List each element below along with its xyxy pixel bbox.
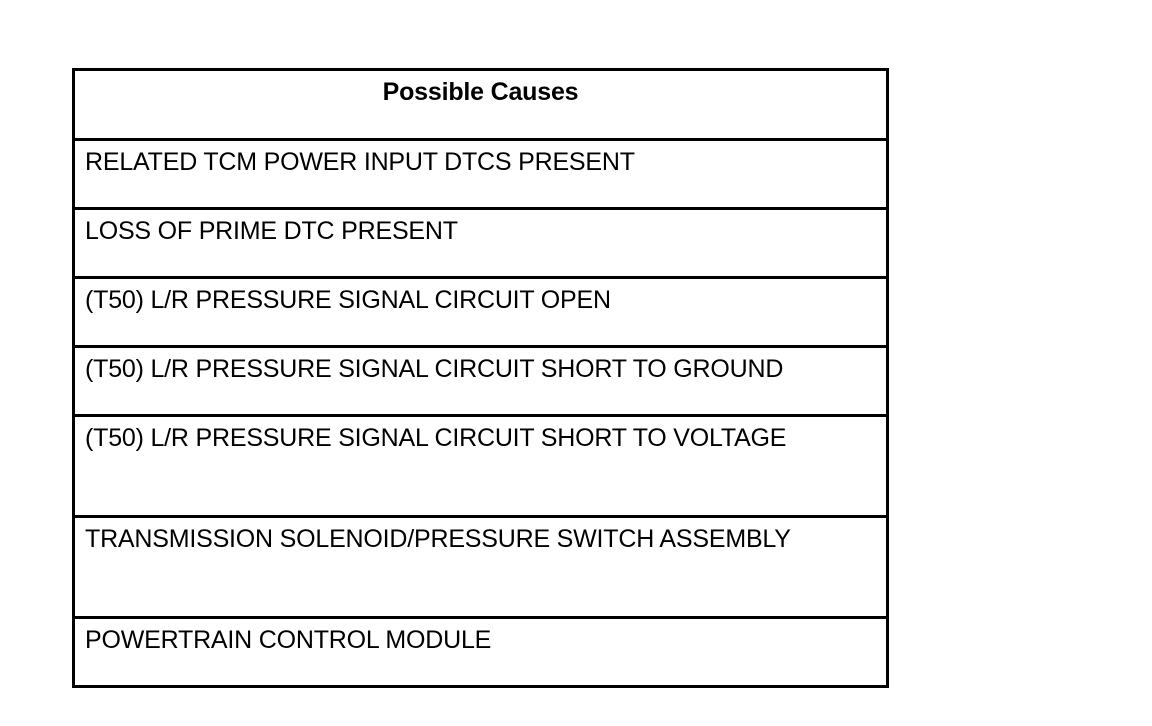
- table-row: RELATED TCM POWER INPUT DTCS PRESENT: [75, 141, 886, 210]
- table-row: (T50) L/R PRESSURE SIGNAL CIRCUIT SHORT …: [75, 348, 886, 417]
- possible-causes-table: Possible Causes RELATED TCM POWER INPUT …: [72, 68, 889, 688]
- table-row: LOSS OF PRIME DTC PRESENT: [75, 210, 886, 279]
- table-row: (T50) L/R PRESSURE SIGNAL CIRCUIT SHORT …: [75, 417, 886, 518]
- table-header: Possible Causes: [75, 71, 886, 141]
- table-row: TRANSMISSION SOLENOID/PRESSURE SWITCH AS…: [75, 518, 886, 619]
- table-row: POWERTRAIN CONTROL MODULE: [85, 626, 492, 654]
- table-row: (T50) L/R PRESSURE SIGNAL CIRCUIT OPEN: [75, 279, 886, 348]
